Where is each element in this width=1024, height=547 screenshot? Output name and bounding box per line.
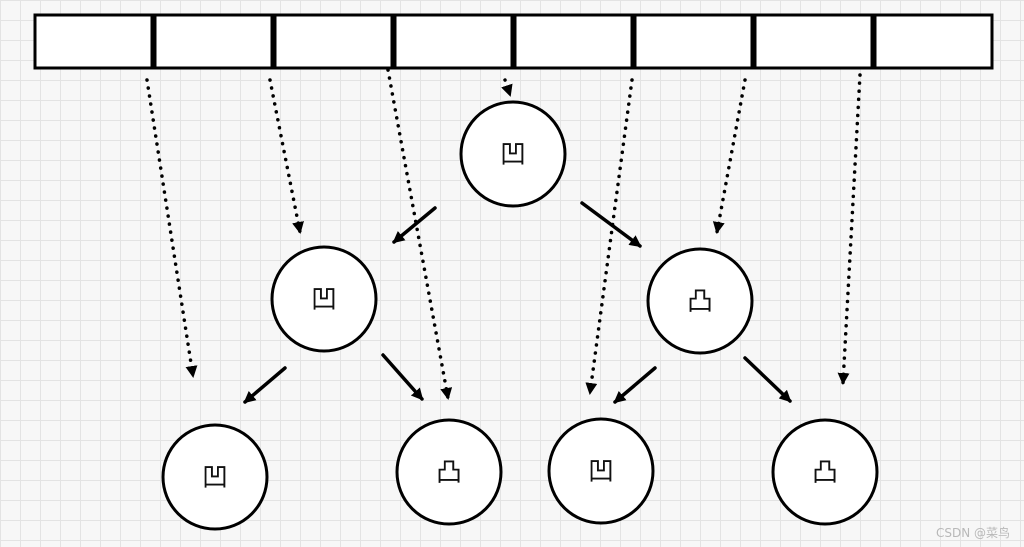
node-right: 凸 [646, 247, 754, 355]
node-right-label: 凸 [687, 287, 713, 317]
array-cell-4 [393, 13, 514, 70]
dotted-arrow-cell6-to-right [712, 78, 747, 234]
dotted-arrow-cell4-to-root [501, 78, 513, 97]
edge-right-to-right-right [743, 356, 792, 403]
dotted-arrow-cell3-to-left-right [386, 68, 453, 400]
array-cell-5 [513, 13, 634, 70]
array-cell-2 [153, 13, 274, 70]
node-root-label: 凹 [500, 140, 526, 170]
node-left-right-label: 凸 [436, 458, 462, 488]
node-right-left-label: 凹 [588, 457, 614, 487]
watermark: CSDN @菜鸟 [935, 526, 1010, 540]
array-cell-8 [873, 13, 994, 70]
dotted-arrow-cell2-to-left [268, 78, 304, 234]
array-cell-3 [273, 13, 394, 70]
node-left-right: 凸 [395, 418, 503, 526]
edge-root-to-left [392, 206, 437, 244]
array-cell-7 [753, 13, 874, 70]
edge-left-to-left-left [243, 366, 287, 404]
node-root: 凹 [459, 100, 567, 208]
node-left-left: 凹 [161, 423, 269, 531]
node-right-right: 凸 [771, 418, 879, 526]
node-right-left: 凹 [547, 417, 655, 525]
dotted-arrow-cell7-to-right-right [837, 73, 862, 385]
edge-right-to-right-left [613, 366, 657, 404]
node-left: 凹 [270, 245, 378, 353]
tree-nodes: 凹 凹 凸 凹 凸 凹 凸 [161, 100, 879, 531]
array-cell-1 [33, 13, 154, 70]
node-left-left-label: 凹 [202, 463, 228, 493]
array-cell-6 [633, 13, 754, 70]
edge-left-to-left-right [381, 353, 424, 401]
node-right-right-label: 凸 [812, 458, 838, 488]
tree-edges [243, 201, 792, 404]
array-strip [33, 13, 994, 70]
node-left-label: 凹 [311, 285, 337, 315]
edge-root-to-right [580, 201, 642, 248]
dotted-arrow-cell1-to-left-left [145, 78, 198, 378]
dotted-arrows [145, 68, 862, 400]
